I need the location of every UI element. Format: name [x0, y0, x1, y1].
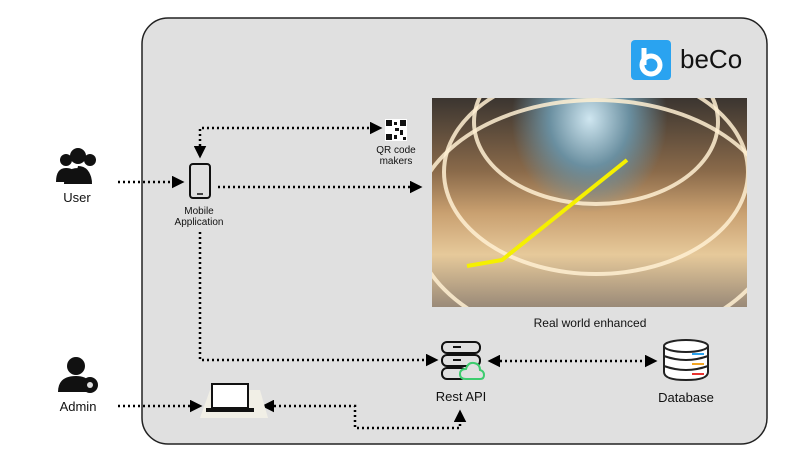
laptop-icon [200, 383, 268, 418]
qr-label: QR code makers [376, 145, 416, 167]
connector-mobile-api [198, 232, 439, 367]
admin-gear-icon [58, 357, 98, 393]
database-icon [663, 339, 709, 382]
smartphone-icon [189, 163, 211, 199]
qr-code-icon [385, 119, 407, 141]
admin-label: Admin [59, 399, 97, 414]
api-label: Rest API [435, 389, 487, 404]
photo-balcony-ring [432, 98, 747, 307]
brand-name: beCo [680, 44, 743, 74]
beco-logo-icon [631, 40, 671, 80]
server-cloud-icon [441, 341, 486, 380]
user-label: User [63, 190, 91, 205]
photo-caption: Real world enhanced [533, 316, 647, 330]
mall-photo [432, 98, 747, 307]
connector-laptop-api [261, 399, 467, 430]
users-icon [56, 148, 96, 184]
mobile-label: Mobile Application [174, 206, 224, 228]
escalator-highlight [466, 158, 629, 268]
database-label: Database [658, 390, 714, 405]
